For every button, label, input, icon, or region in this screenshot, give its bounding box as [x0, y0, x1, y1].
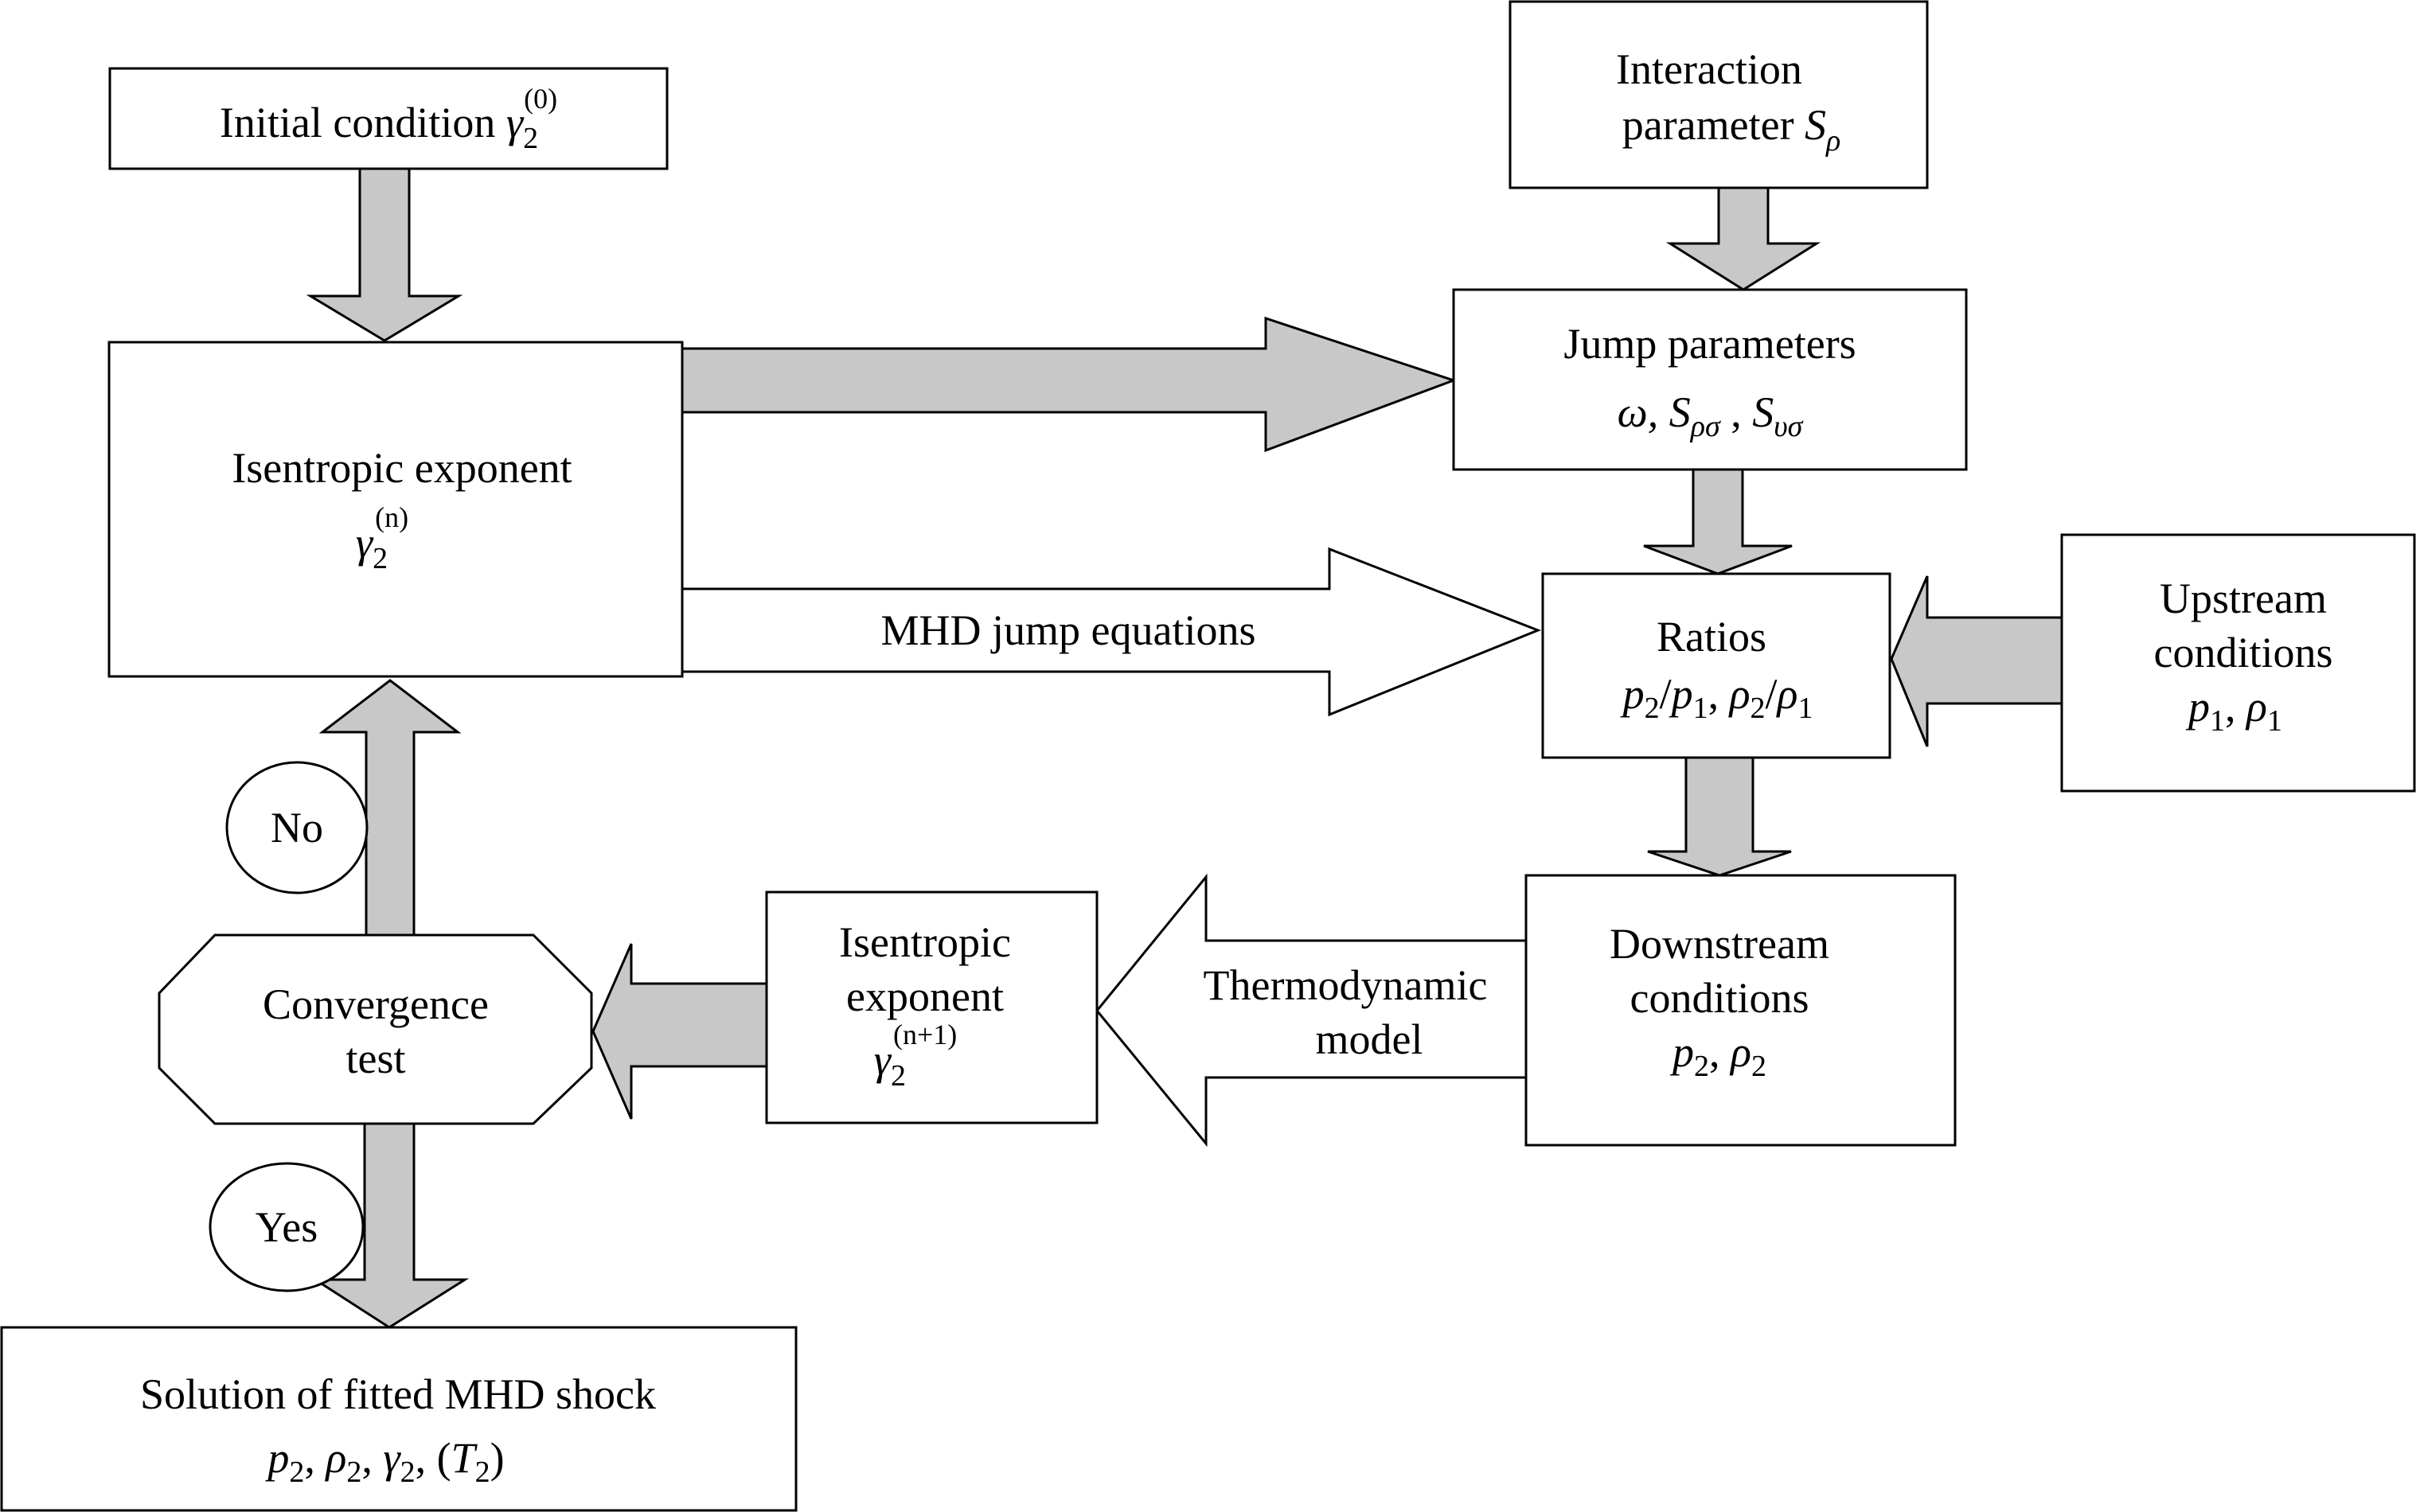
isentropic-exponent-box [107, 341, 684, 678]
thermodynamic-model-line2: model [1316, 1015, 1423, 1063]
arrow-convergence-no [318, 679, 462, 937]
thermodynamic-model-line1: Thermodynamic [1204, 961, 1488, 1009]
upstream-conditions-math: p1, ρ1 [2185, 683, 2282, 738]
isentropic-exponent-n1-line2: exponent [846, 972, 1004, 1020]
isentropic-exponent-symbol: γ2(n) [356, 501, 408, 575]
downstream-conditions-math: p2, ρ2 [1669, 1028, 1766, 1083]
jump-parameters-math: ω, Sρσ , Sυσ [1618, 388, 1804, 443]
no-circle [225, 761, 369, 894]
upstream-conditions-box [2060, 533, 2416, 793]
initial-condition-label: Initial condition γ2(0) [220, 83, 557, 155]
ratios-math: p2/p1, ρ2/ρ1 [1620, 670, 1813, 725]
arrow-thermodynamic-model [1095, 873, 1528, 1148]
convergence-test-line1: Convergence [263, 980, 489, 1028]
arrow-mhd-jump-equations [681, 547, 1542, 717]
initial-condition-box [108, 67, 669, 170]
arrow-isentropic-to-jump [681, 316, 1458, 453]
isentropic-exponent-label: Isentropic exponent [232, 444, 572, 492]
isentropic-exponent-n1-line1: Isentropic [839, 918, 1011, 966]
arrow-upstream-to-ratios [1890, 575, 2063, 747]
downstream-conditions-box [1524, 874, 1957, 1147]
solution-label: Solution of fitted MHD shock [140, 1370, 656, 1418]
arrow-ratios-to-downstream [1647, 756, 1792, 877]
ratios-box [1541, 572, 1891, 759]
convergence-test-line2: test [346, 1035, 406, 1082]
solution-math: p2, ρ2, γ2, (T2) [264, 1434, 504, 1489]
yes-circle [209, 1162, 365, 1292]
downstream-conditions-line2: conditions [1630, 974, 1809, 1022]
arrow-isentropic-n1-to-convergence [591, 943, 768, 1120]
no-label: No [271, 804, 323, 851]
downstream-conditions-line1: Downstream [1610, 920, 1829, 968]
arrow-jump-to-ratios [1643, 468, 1793, 575]
arrow-interaction-to-jump [1665, 186, 1821, 291]
interaction-parameter-line2: parameter Sρ [1622, 101, 1841, 158]
arrow-convergence-yes [310, 1122, 470, 1329]
isentropic-exponent-n1-box [765, 890, 1099, 1124]
interaction-parameter-line1: Interaction [1616, 45, 1802, 93]
solution-box [0, 1326, 798, 1512]
jump-parameters-box [1452, 288, 1968, 471]
ratios-label: Ratios [1657, 613, 1766, 661]
isentropic-exponent-n1-symbol: γ2(n+1) [874, 1019, 958, 1093]
interaction-parameter-box [1509, 0, 1929, 189]
mhd-jump-equations-label: MHD jump equations [881, 606, 1256, 654]
yes-label: Yes [256, 1203, 318, 1251]
convergence-test-octagon [158, 933, 593, 1125]
upstream-conditions-line1: Upstream [2160, 575, 2327, 622]
arrow-initial-to-isentropic [306, 167, 463, 342]
jump-parameters-label: Jump parameters [1563, 320, 1856, 368]
upstream-conditions-line2: conditions [2154, 629, 2333, 676]
